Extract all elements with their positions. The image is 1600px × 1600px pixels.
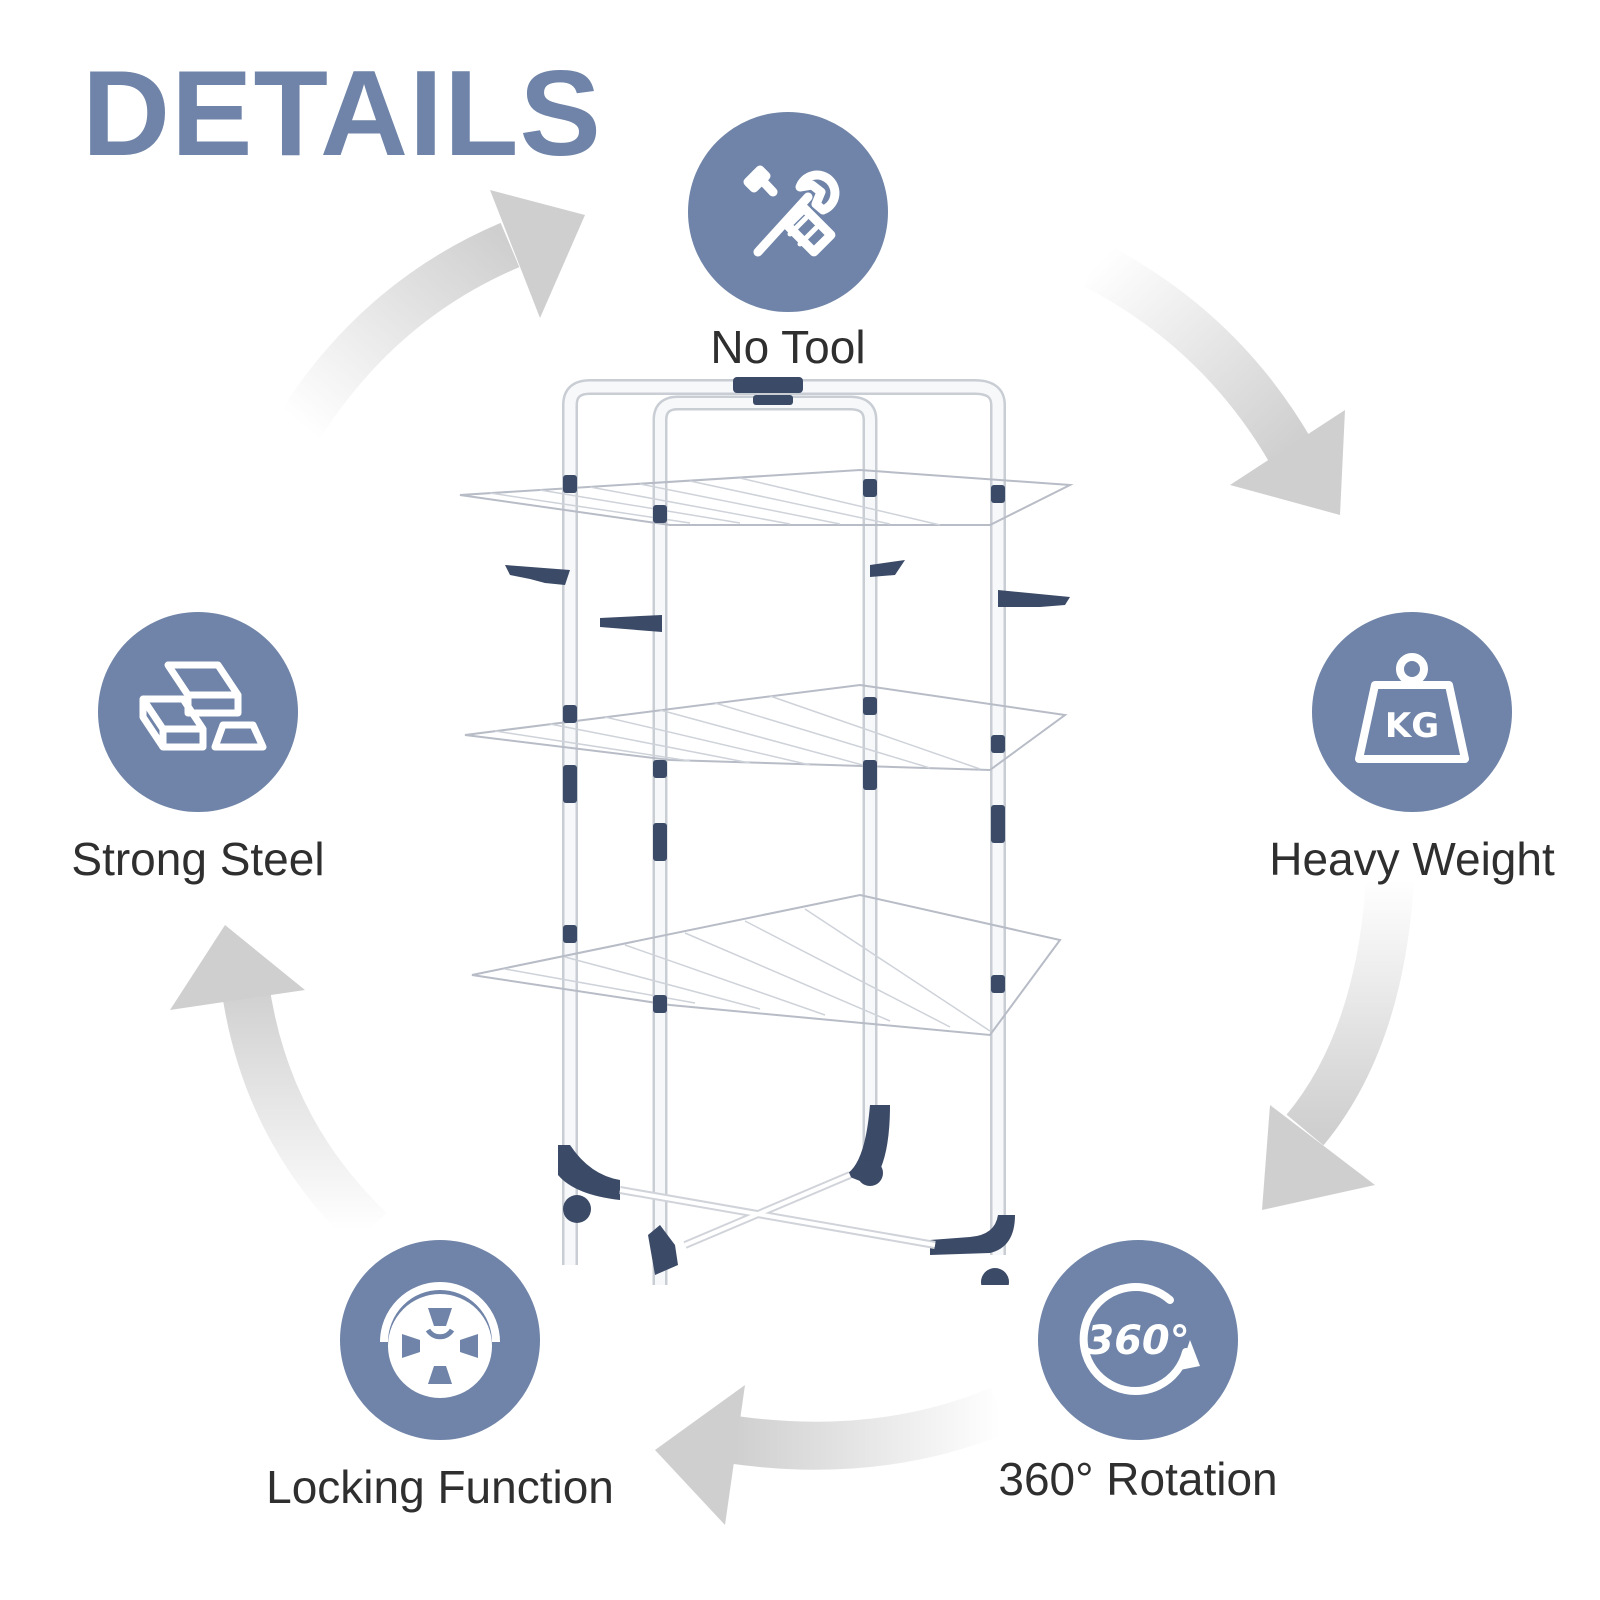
rotation-360-icon: 360°	[1038, 1240, 1238, 1440]
page-title: DETAILS	[82, 45, 602, 181]
feature-label: No Tool	[710, 321, 866, 373]
rack-shelves	[459, 468, 1074, 1037]
wrench-screwdriver-icon	[688, 112, 888, 312]
feature-rotation: 360° 360° Rotation	[958, 1240, 1318, 1506]
arrow-right	[1262, 878, 1414, 1210]
arrow-top-left	[279, 190, 585, 439]
feature-heavy-weight: KG Heavy Weight	[1232, 612, 1592, 886]
drying-rack-illustration	[459, 377, 1074, 1285]
kg-text: KG	[1385, 706, 1439, 746]
arrow-top-right	[1083, 243, 1345, 515]
shelf-wires	[489, 477, 991, 1032]
feature-label: 360° Rotation	[998, 1453, 1278, 1505]
kg-weight-icon: KG	[1312, 612, 1512, 812]
arrow-bottom	[655, 1385, 1010, 1525]
feature-strong-steel: Strong Steel	[18, 612, 378, 886]
locking-wheel-icon	[340, 1240, 540, 1440]
feature-label: Strong Steel	[71, 833, 325, 885]
feature-no-tool: No Tool	[608, 112, 968, 374]
rotation-text: 360°	[1086, 1318, 1190, 1364]
arrow-left	[170, 925, 387, 1248]
feature-locking: Locking Function	[260, 1240, 620, 1514]
feature-label: Locking Function	[266, 1461, 614, 1513]
steel-bars-icon	[98, 612, 298, 812]
feature-label: Heavy Weight	[1269, 833, 1555, 885]
